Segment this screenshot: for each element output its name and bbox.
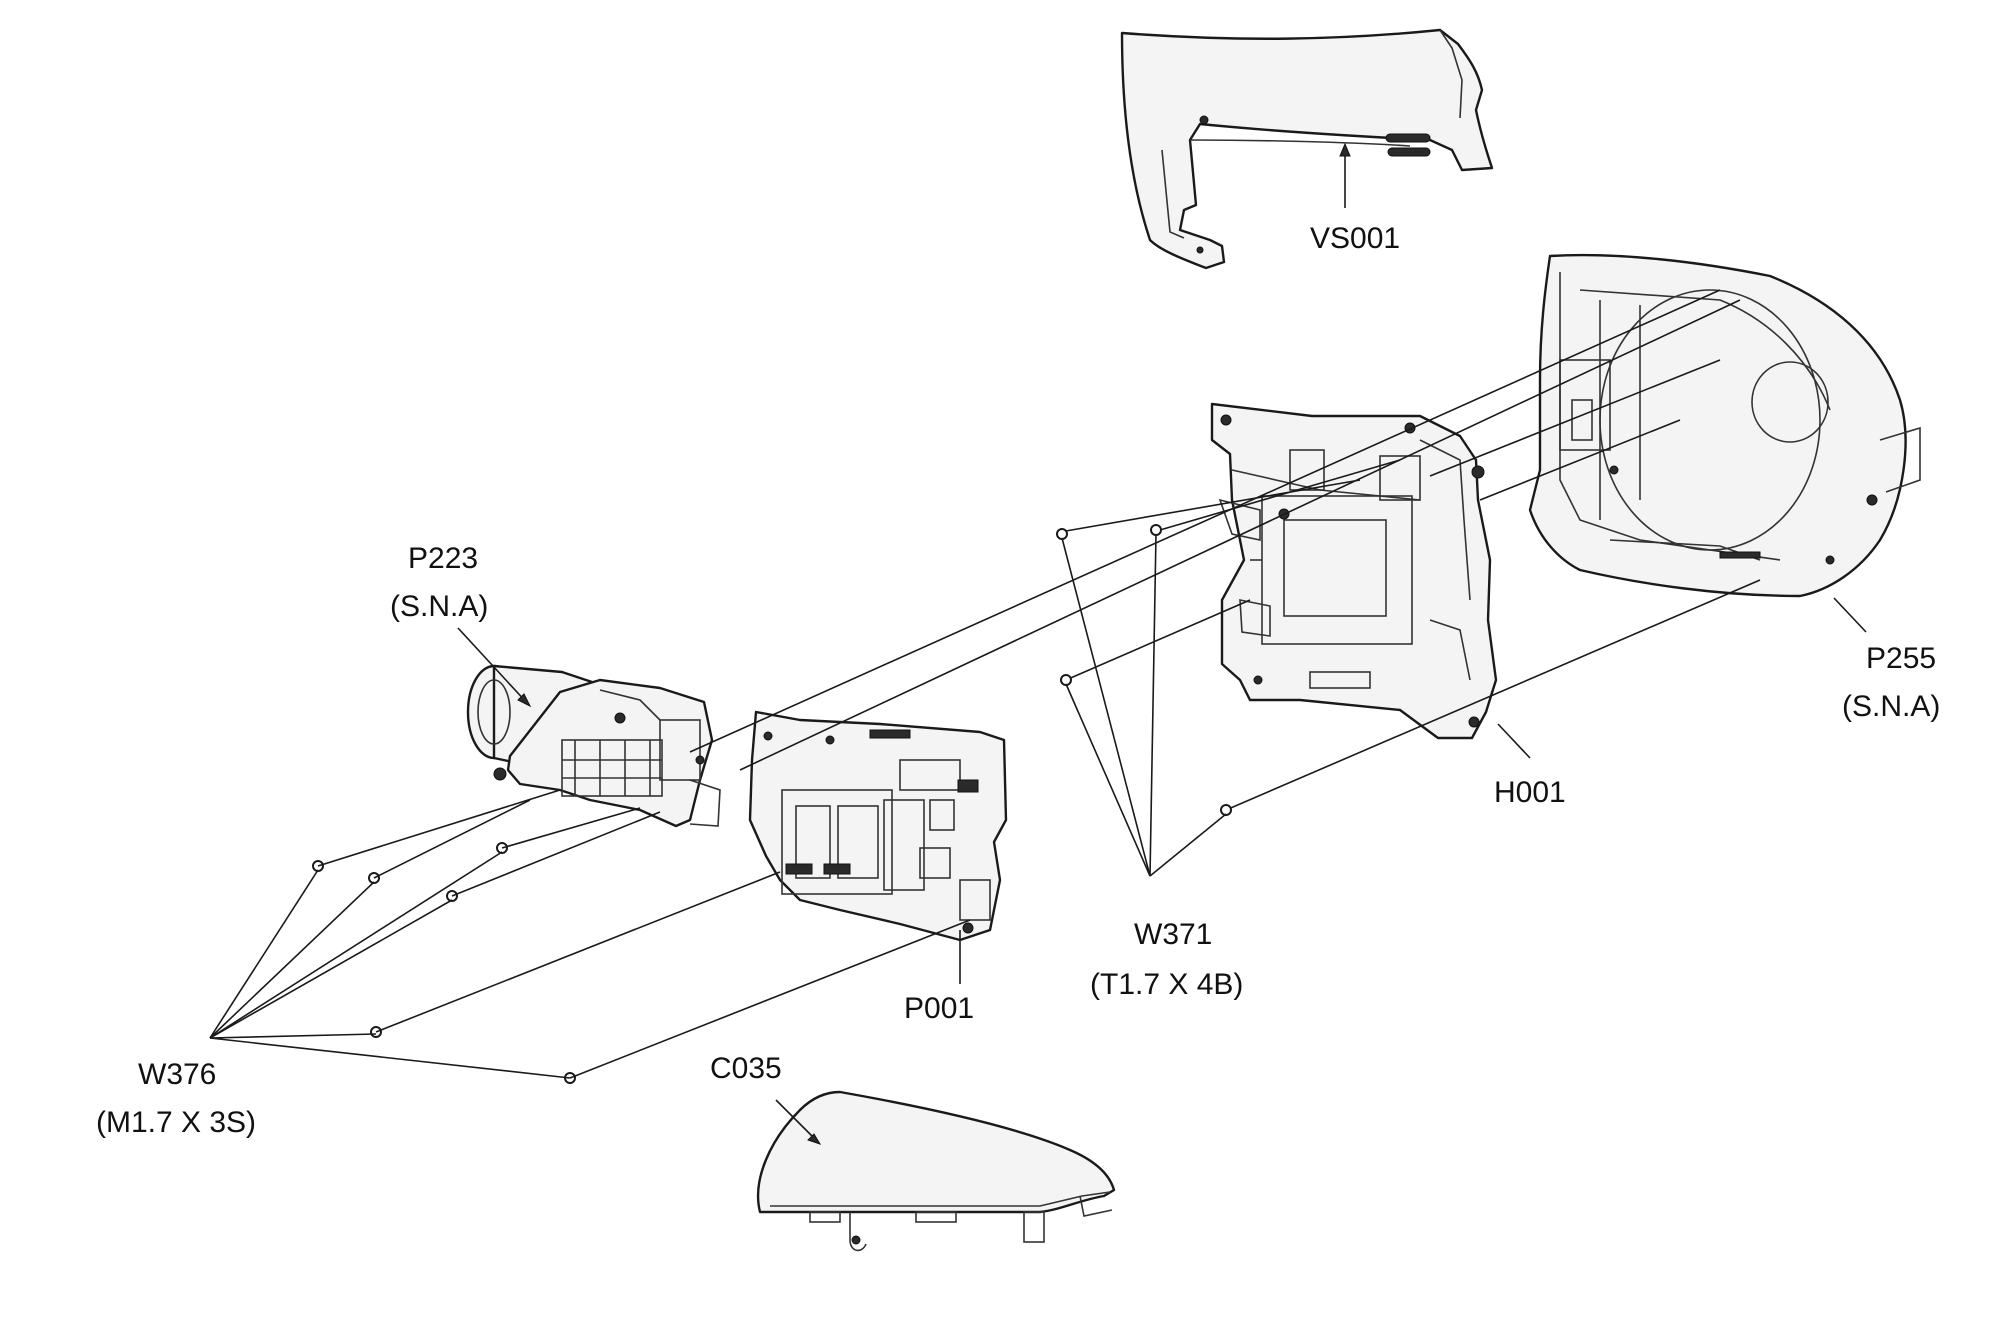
screws-w371 xyxy=(1056,524,1232,877)
arrowhead-c035 xyxy=(807,1133,822,1145)
label-vs001: VS001 xyxy=(1310,222,1400,255)
label-w376-spec: (M1.7 X 3S) xyxy=(96,1106,256,1139)
part-c035-side-cover xyxy=(756,1090,1116,1252)
label-p255-note: (S.N.A) xyxy=(1842,690,1940,723)
part-p255-rear-housing xyxy=(1528,253,1921,598)
assembly-lines xyxy=(689,289,1761,811)
arrowhead-p223 xyxy=(517,693,532,708)
part-p001-circuit-board xyxy=(748,710,1008,942)
leader-p223 xyxy=(457,627,529,705)
part-h001-frame xyxy=(1210,402,1498,740)
label-p001: P001 xyxy=(904,992,974,1025)
part-vs001-top-cover xyxy=(1120,28,1494,270)
screws-w376 xyxy=(209,789,971,1084)
label-c035: C035 xyxy=(710,1052,782,1085)
label-h001: H001 xyxy=(1494,776,1566,809)
leader-p255 xyxy=(1833,597,1867,633)
arrowhead-vs001 xyxy=(1339,142,1351,157)
label-p255: P255 xyxy=(1866,642,1936,675)
label-w371-spec: (T1.7 X 4B) xyxy=(1090,968,1243,1001)
leader-h001 xyxy=(1497,723,1531,759)
label-p223-note: (S.N.A) xyxy=(390,590,488,623)
label-p223: P223 xyxy=(408,542,478,575)
part-p223-lens-unit xyxy=(466,664,721,828)
label-w371: W371 xyxy=(1134,918,1212,951)
leader-c035 xyxy=(775,1099,819,1143)
label-w376: W376 xyxy=(138,1058,216,1091)
